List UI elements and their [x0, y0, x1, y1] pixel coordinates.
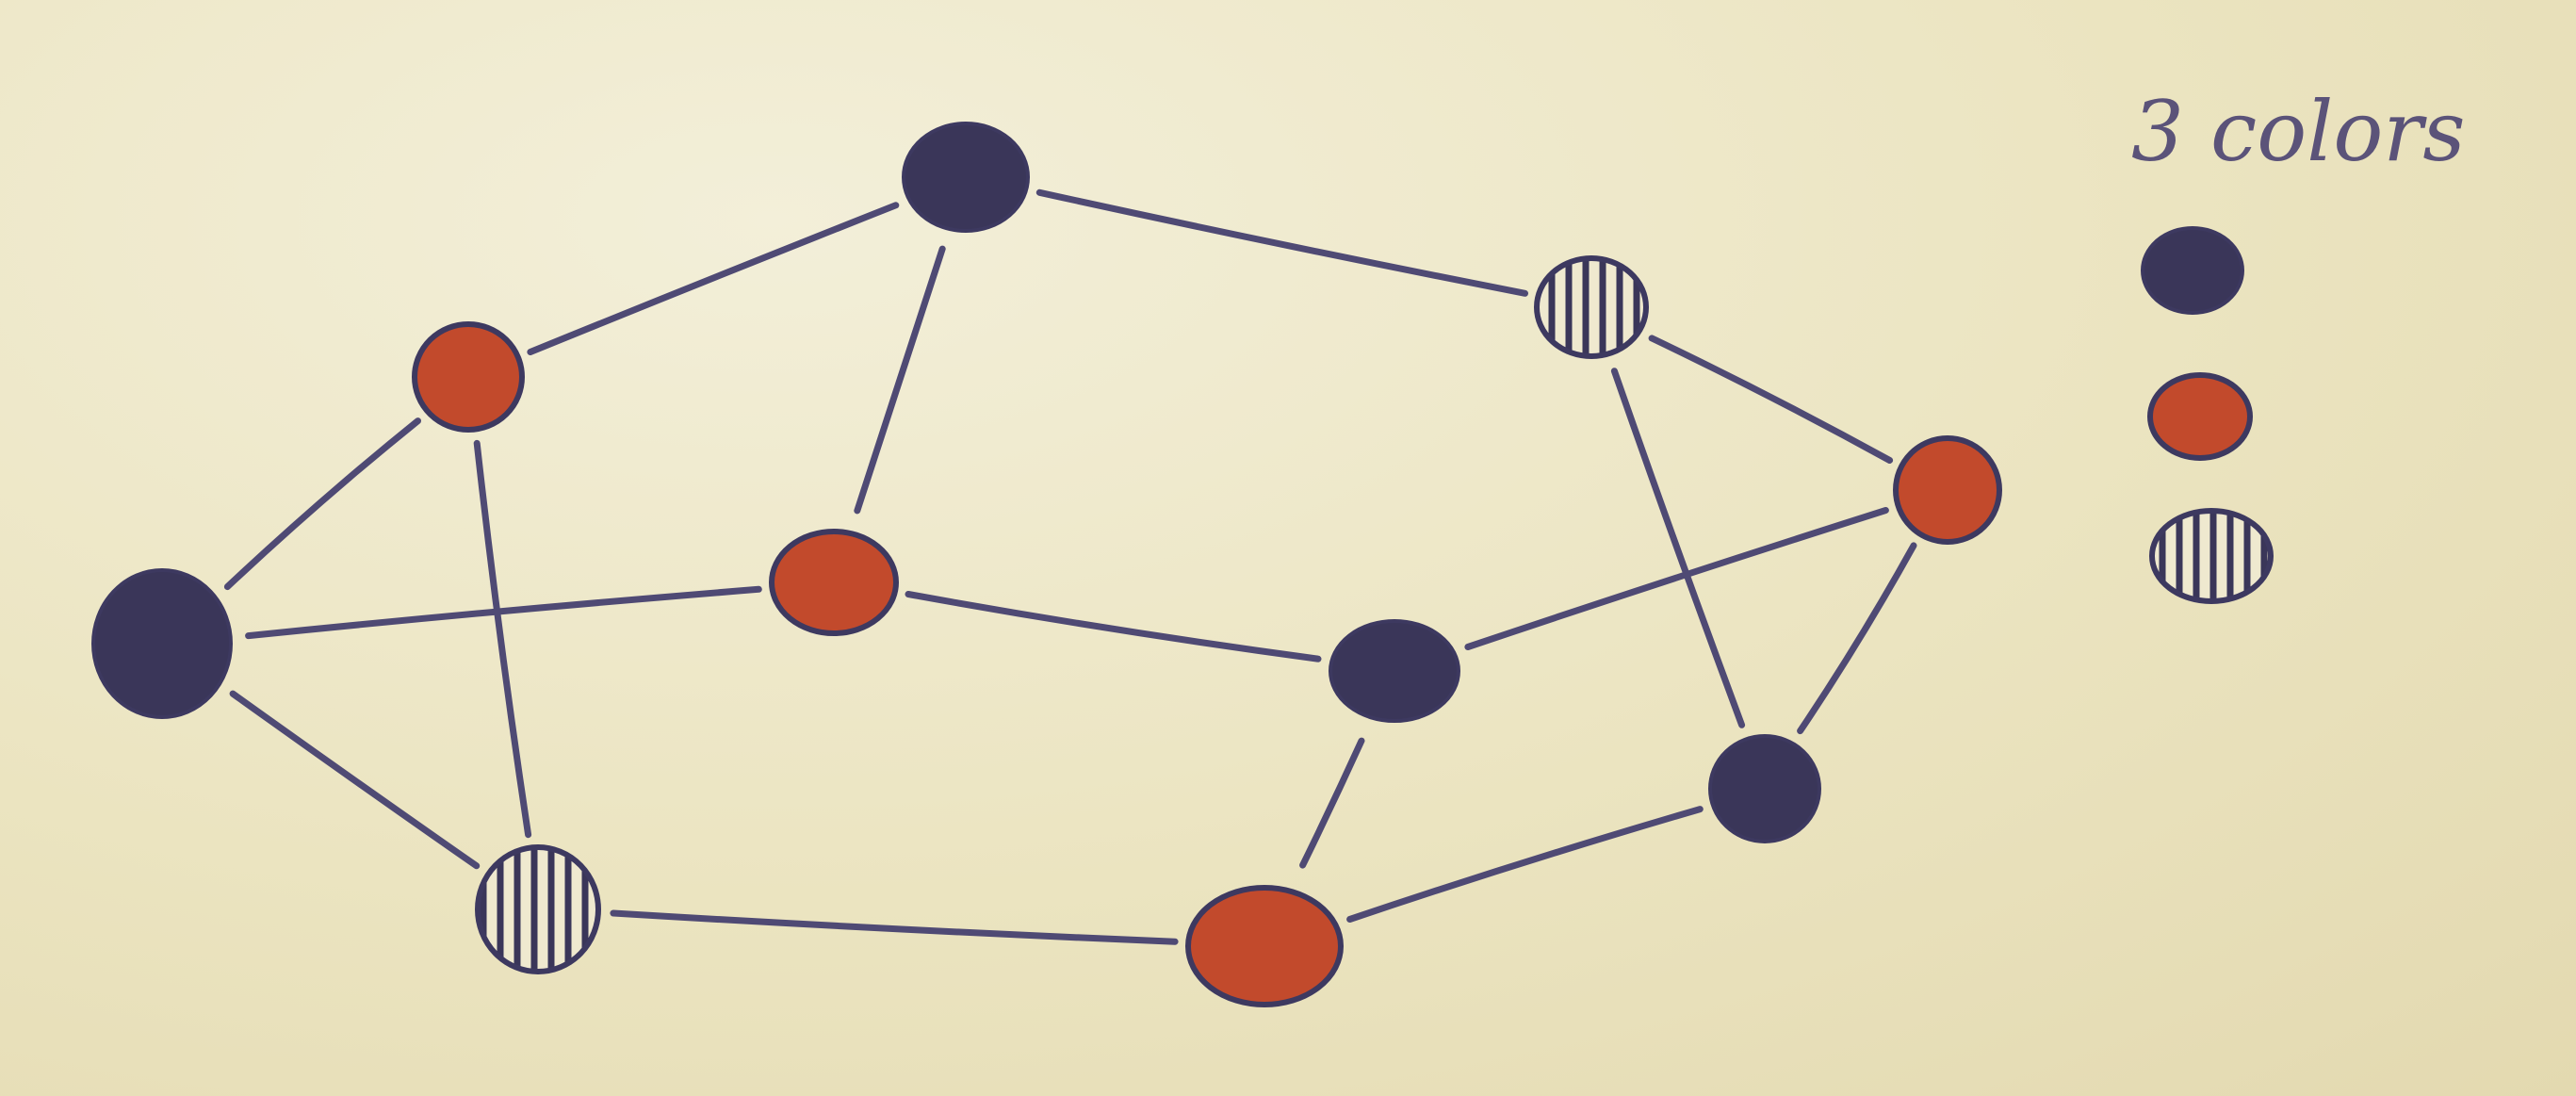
edge-n-center-dark-n-right-red [1464, 507, 1889, 650]
legend-swatch-dark-blue [2141, 226, 2244, 315]
node-right-dark [1708, 734, 1821, 843]
edge-n-top-n-top-right-hatched [1035, 188, 1528, 297]
edges-layer [223, 188, 1917, 945]
edge-n-right-red-n-right-dark [1797, 542, 1917, 735]
legend-swatches [2141, 226, 2274, 604]
edge-n-left-red-n-top [527, 202, 900, 355]
node-far-left [91, 568, 233, 719]
nodes-layer [91, 122, 2002, 1007]
legend-swatch-red [2147, 372, 2253, 461]
edge-n-far-left-n-left-red [223, 417, 421, 591]
node-center-red [769, 529, 899, 636]
node-right-red [1893, 435, 2002, 545]
edge-n-left-red-n-bottom-left-hatched [473, 439, 532, 839]
node-top [902, 122, 1030, 233]
node-left-red [412, 321, 525, 433]
edge-n-center-red-n-center-dark [905, 591, 1322, 663]
node-top-right-hatched [1534, 255, 1649, 359]
edge-n-top-n-center-red [854, 245, 946, 515]
edge-n-top-right-hatched-n-right-dark [1610, 368, 1746, 728]
node-bottom-red [1185, 885, 1344, 1007]
legend: 3 colors [2131, 83, 2466, 604]
edge-n-top-right-hatched-n-right-red [1648, 335, 1894, 464]
edge-n-far-left-n-bottom-left-hatched [229, 690, 481, 870]
node-bottom-left-hatched [475, 844, 601, 974]
edge-n-center-dark-n-bottom-red [1299, 737, 1365, 869]
legend-title: 3 colors [2131, 83, 2466, 180]
edge-n-bottom-red-n-right-dark [1346, 806, 1704, 923]
edge-n-bottom-left-hatched-n-bottom-red [610, 909, 1179, 945]
edge-n-far-left-n-center-red [245, 585, 762, 640]
legend-swatch-hatched [2149, 508, 2274, 604]
node-center-dark [1329, 619, 1460, 723]
